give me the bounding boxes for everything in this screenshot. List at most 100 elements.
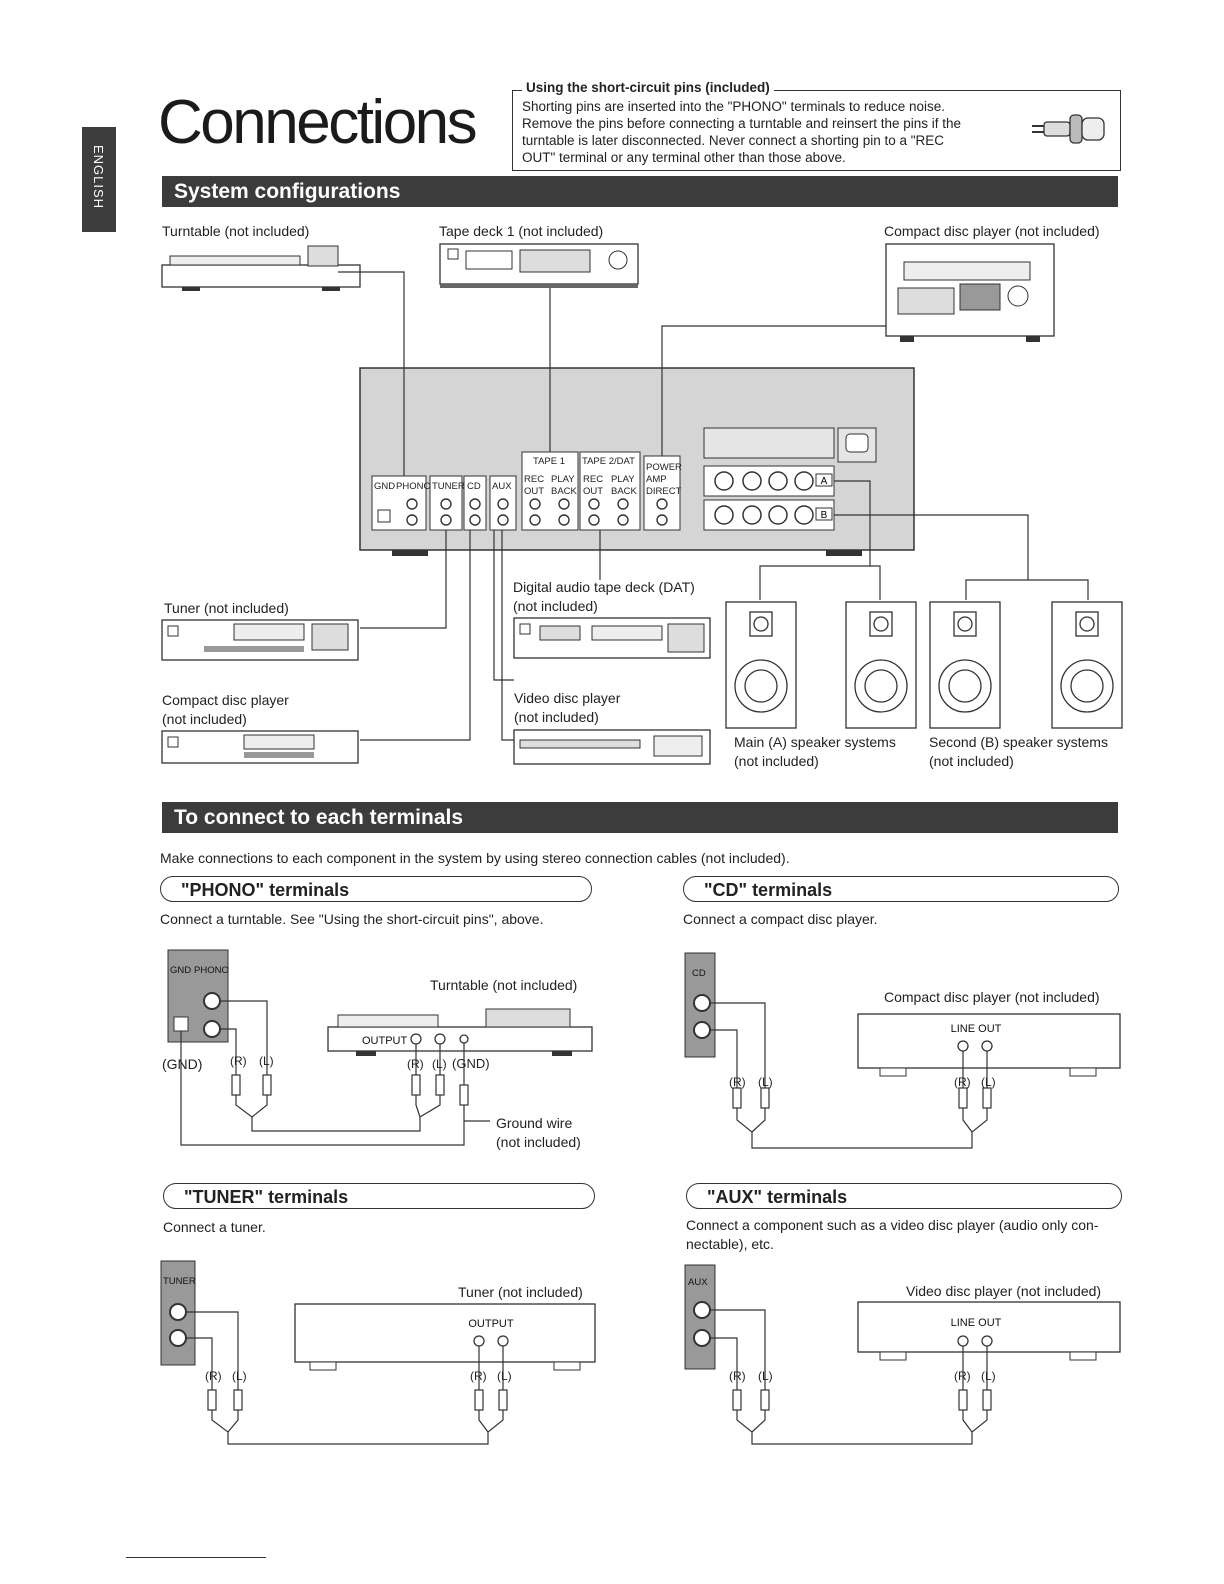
- aux-desc-line2: nectable), etc.: [686, 1236, 774, 1252]
- section-header-connect: To connect to each terminals: [162, 802, 1118, 833]
- dat-illustration: [513, 617, 711, 659]
- system-diagram: A B GND PHONO TUNER CD AUX TAPE 1 TAPE 2…: [161, 243, 1123, 765]
- aux-heading: "AUX" terminals: [686, 1183, 1122, 1209]
- tape-deck-label: Tape deck 1 (not included): [439, 223, 604, 239]
- phono-r-label: (R): [230, 1054, 247, 1068]
- tuner-diagram: TUNER OUTPUT: [160, 1260, 596, 1445]
- aux-desc-line1: Connect a component such as a video disc…: [686, 1217, 1099, 1233]
- phono-desc: Connect a turntable. See "Using the shor…: [160, 911, 544, 927]
- tuner-device-l-label: (L): [497, 1369, 512, 1383]
- aux-device-r-label: (R): [954, 1369, 971, 1383]
- connection-lines: [338, 271, 1089, 741]
- tuner-illustration: [161, 619, 359, 661]
- cd-output-label: LINE OUT: [951, 1023, 1002, 1035]
- tuner-label: Tuner (not included): [164, 600, 289, 616]
- cd-desc: Connect a compact disc player.: [683, 911, 878, 927]
- phono-device-r-label: (R): [407, 1057, 424, 1071]
- cd-device-l-label: (L): [981, 1075, 996, 1089]
- phono-device-label: Turntable (not included): [430, 977, 578, 993]
- cd2-label-line1: Compact disc player: [162, 692, 289, 708]
- note-line: OUT" terminal or any terminal other than…: [522, 150, 846, 165]
- second-speaker-label-line2: (not included): [929, 753, 1014, 769]
- tuner-r-label: (R): [205, 1369, 222, 1383]
- cd-r-label: (R): [729, 1075, 746, 1089]
- aux-device-l-label: (L): [981, 1369, 996, 1383]
- tuner-device-label: Tuner (not included): [458, 1284, 583, 1300]
- second-speaker-label-line1: Second (B) speaker systems: [929, 734, 1108, 750]
- intro-text: Make connections to each component in th…: [160, 850, 790, 866]
- aux-device-label: Video disc player (not included): [906, 1283, 1102, 1299]
- out-label: OUT: [583, 486, 603, 497]
- rec-label: REC: [583, 474, 603, 485]
- play-label: PLAY: [611, 474, 635, 485]
- tape2-label: TAPE 2/DAT: [582, 456, 635, 467]
- cd-diagram: CD LINE OUT: [684, 952, 1121, 1149]
- vdp-label-line1: Video disc player: [514, 690, 621, 706]
- rec-label: REC: [524, 474, 544, 485]
- back-label: BACK: [551, 486, 578, 497]
- section-header-system: System configurations: [162, 176, 1118, 207]
- ground-wire-label-1: Ground wire: [496, 1115, 573, 1131]
- gnd-label: GND: [374, 481, 395, 492]
- speaker-a-label: A: [821, 476, 828, 487]
- phono-heading: "PHONO" terminals: [160, 876, 592, 902]
- turntable-label: Turntable (not included): [162, 223, 310, 239]
- language-tab: ENGLISH: [82, 127, 116, 232]
- footnote-rule: [126, 1557, 266, 1558]
- amplifier-rear-panel: A B GND PHONO TUNER CD AUX TAPE 1 TAPE 2…: [359, 367, 915, 556]
- note-line: Remove the pins before connecting a turn…: [522, 116, 962, 131]
- note-box: [512, 90, 1121, 171]
- dat-label-line1: Digital audio tape deck (DAT): [513, 579, 695, 595]
- phono-device-gnd-label: (GND): [452, 1056, 490, 1071]
- cd-device-r-label: (R): [954, 1075, 971, 1089]
- video-disc-illustration: [513, 729, 711, 765]
- phono-diagram: GND PHONO OUTPUT: [167, 949, 593, 1146]
- tuner-jack-label: TUNER: [163, 1276, 196, 1287]
- note-body: Shorting pins are inserted into the "PHO…: [522, 98, 1022, 166]
- aux-label: AUX: [492, 481, 512, 492]
- turntable-illustration: [161, 245, 361, 291]
- aux-r-label: (R): [729, 1369, 746, 1383]
- cd-player-illustration: [885, 243, 1055, 342]
- phono-l-label: (L): [259, 1054, 274, 1068]
- cd-device-label: Compact disc player (not included): [884, 989, 1100, 1005]
- cd2-label-line2: (not included): [162, 711, 247, 727]
- dat-label-line2: (not included): [513, 598, 598, 614]
- tuner-desc: Connect a tuner.: [163, 1219, 266, 1235]
- page-title: Connections: [158, 88, 478, 157]
- aux-output-label: LINE OUT: [951, 1317, 1002, 1329]
- aux-jack-label: AUX: [688, 1277, 708, 1288]
- cd-player-label: Compact disc player (not included): [884, 223, 1100, 239]
- tuner-heading: "TUNER" terminals: [163, 1183, 595, 1209]
- note-line: turntable is later disconnected. Never c…: [522, 133, 945, 148]
- shorting-pin-icon: [1032, 114, 1105, 144]
- phono-gnd-paren: (GND): [162, 1056, 203, 1072]
- phono-device-l-label: (L): [432, 1057, 447, 1071]
- tuner-output-label: OUTPUT: [468, 1318, 514, 1330]
- tape-deck-illustration: [439, 243, 639, 288]
- ground-wire-label-2: (not included): [496, 1134, 581, 1150]
- note-title: Using the short-circuit pins (included): [522, 80, 774, 95]
- cd-jack-label: CD: [692, 968, 706, 979]
- main-speaker-label-line2: (not included): [734, 753, 819, 769]
- tuner-l-label: (L): [232, 1369, 247, 1383]
- phono-gnd-jack-label: GND: [170, 965, 191, 976]
- speaker-b-label: B: [821, 510, 828, 521]
- note-line: Shorting pins are inserted into the "PHO…: [522, 99, 946, 114]
- tape1-label: TAPE 1: [533, 456, 565, 467]
- phono-output-label: OUTPUT: [362, 1035, 408, 1047]
- speaker-systems: [725, 601, 1123, 729]
- language-label: ENGLISH: [91, 145, 106, 210]
- cd-l-label: (L): [758, 1075, 773, 1089]
- power-label: POWER: [646, 462, 682, 473]
- phono-jack-label: PHONO: [194, 965, 229, 976]
- cd-player-2-illustration: [161, 730, 359, 764]
- out-label: OUT: [524, 486, 544, 497]
- tuner-label: TUNER: [432, 481, 465, 492]
- aux-diagram: AUX LINE OUT: [684, 1264, 1121, 1445]
- phono-label: PHONO: [396, 481, 431, 492]
- cd-heading: "CD" terminals: [683, 876, 1119, 902]
- back-label: BACK: [611, 486, 638, 497]
- aux-l-label: (L): [758, 1369, 773, 1383]
- amp-label: AMP: [646, 474, 667, 485]
